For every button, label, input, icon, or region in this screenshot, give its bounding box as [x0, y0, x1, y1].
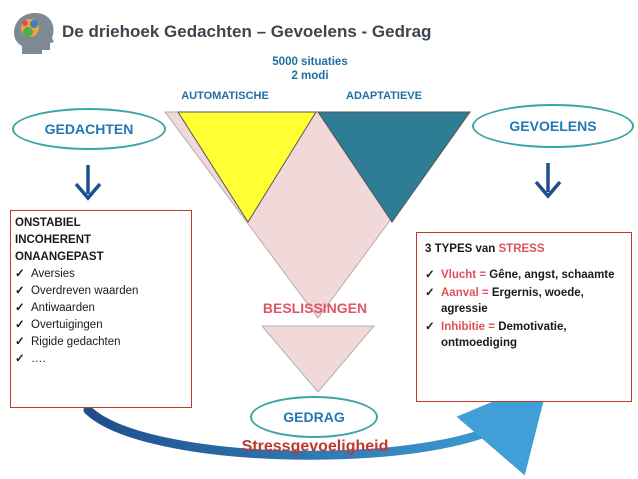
- list-item-label: Overtuigingen: [31, 319, 103, 331]
- lower-pink-triangle: [260, 325, 376, 393]
- gevoelens-oval: GEVOELENS: [472, 104, 634, 148]
- stress-term: Vlucht =: [441, 269, 487, 281]
- stress-types-heading: 3 TYPES van STRESS: [425, 241, 623, 257]
- checkmark-icon: ✓: [15, 353, 25, 365]
- list-item: ✓ Antiwaarden: [15, 300, 187, 317]
- gedachten-oval: GEDACHTEN: [12, 108, 166, 150]
- automatische-label: AUTOMATISCHE: [181, 90, 269, 102]
- checkmark-icon: ✓: [15, 336, 25, 348]
- list-item: ✓ Overtuigingen: [15, 317, 187, 334]
- checkmark-icon: ✓: [425, 287, 435, 299]
- stress-term: Aanval =: [441, 287, 489, 299]
- stress-term: Inhibitie =: [441, 321, 495, 333]
- checkmark-icon: ✓: [15, 285, 25, 297]
- list-item-label: Antiwaarden: [31, 302, 95, 314]
- box-header: INCOHERENT: [15, 234, 92, 246]
- checkmark-icon: ✓: [425, 321, 435, 333]
- page-title: De driehoek Gedachten – Gevoelens - Gedr…: [62, 22, 432, 41]
- adaptive-triangle: [317, 111, 471, 223]
- heading-stress: STRESS: [498, 243, 545, 255]
- list-item: ✓ Aversies: [15, 266, 187, 283]
- list-item: ✓ Overdreven waarden: [15, 283, 187, 300]
- checkmark-icon: ✓: [15, 319, 25, 331]
- head-brain-icon: [14, 13, 54, 54]
- checkmark-icon: ✓: [15, 302, 25, 314]
- stress-desc: Ergernis, woede, agressie: [441, 287, 584, 315]
- arrow-down-left-icon: [74, 165, 102, 201]
- gevoelens-label: GEVOELENS: [509, 118, 597, 134]
- modi-label: 2 modi: [291, 70, 329, 82]
- thoughts-box: ONSTABIEL INCOHERENT ONAANGEPAST ✓ Aversi…: [10, 210, 192, 408]
- box-header: ONAANGEPAST: [15, 251, 104, 263]
- gedachten-label: GEDACHTEN: [44, 121, 134, 137]
- gedrag-oval: GEDRAG: [250, 396, 378, 438]
- checkmark-icon: ✓: [425, 269, 435, 281]
- stress-types-list: ✓ Vlucht = Gêne, angst, schaamte ✓ Aanval …: [425, 267, 623, 351]
- automatic-triangle: [177, 111, 317, 223]
- stress-types-box: 3 TYPES van STRESS ✓ Vlucht = Gêne, angst…: [416, 232, 632, 402]
- checkmark-icon: ✓: [15, 268, 25, 280]
- list-item: ✓ Vlucht = Gêne, angst, schaamte: [425, 267, 623, 283]
- stress-desc: Gêne, angst, schaamte: [486, 269, 615, 281]
- list-item: ✓ Rigide gedachten: [15, 334, 187, 351]
- list-item-label: Rigide gedachten: [31, 336, 121, 348]
- arrow-down-right-icon: [534, 163, 562, 199]
- gedrag-label: GEDRAG: [283, 409, 345, 425]
- heading-prefix: 3 TYPES van: [425, 243, 499, 255]
- list-item: ✓ Aanval = Ergernis, woede, agressie: [425, 285, 623, 317]
- list-item-label: ….: [31, 353, 46, 365]
- list-item-label: Overdreven waarden: [31, 285, 139, 297]
- list-item: ✓ Inhibitie = Demotivatie, ontmoediging: [425, 319, 623, 351]
- situaties-label: 5000 situaties: [272, 56, 348, 68]
- box-header: ONSTABIEL: [15, 217, 81, 229]
- feedback-curve-arrow: [83, 378, 550, 476]
- stress-desc: Demotivatie, ontmoediging: [441, 321, 567, 349]
- stressgevoeligheid-label: Stressgevoeligheid: [241, 438, 389, 455]
- list-item-label: Aversies: [31, 268, 75, 280]
- thoughts-list: ✓ Aversies ✓ Overdreven waarden ✓ Antiwaard…: [15, 266, 187, 368]
- beslissingen-label: BESLISSINGEN: [262, 300, 368, 316]
- adaptatieve-label: ADAPTATIEVE: [346, 90, 422, 102]
- list-item: ✓ ….: [15, 351, 187, 368]
